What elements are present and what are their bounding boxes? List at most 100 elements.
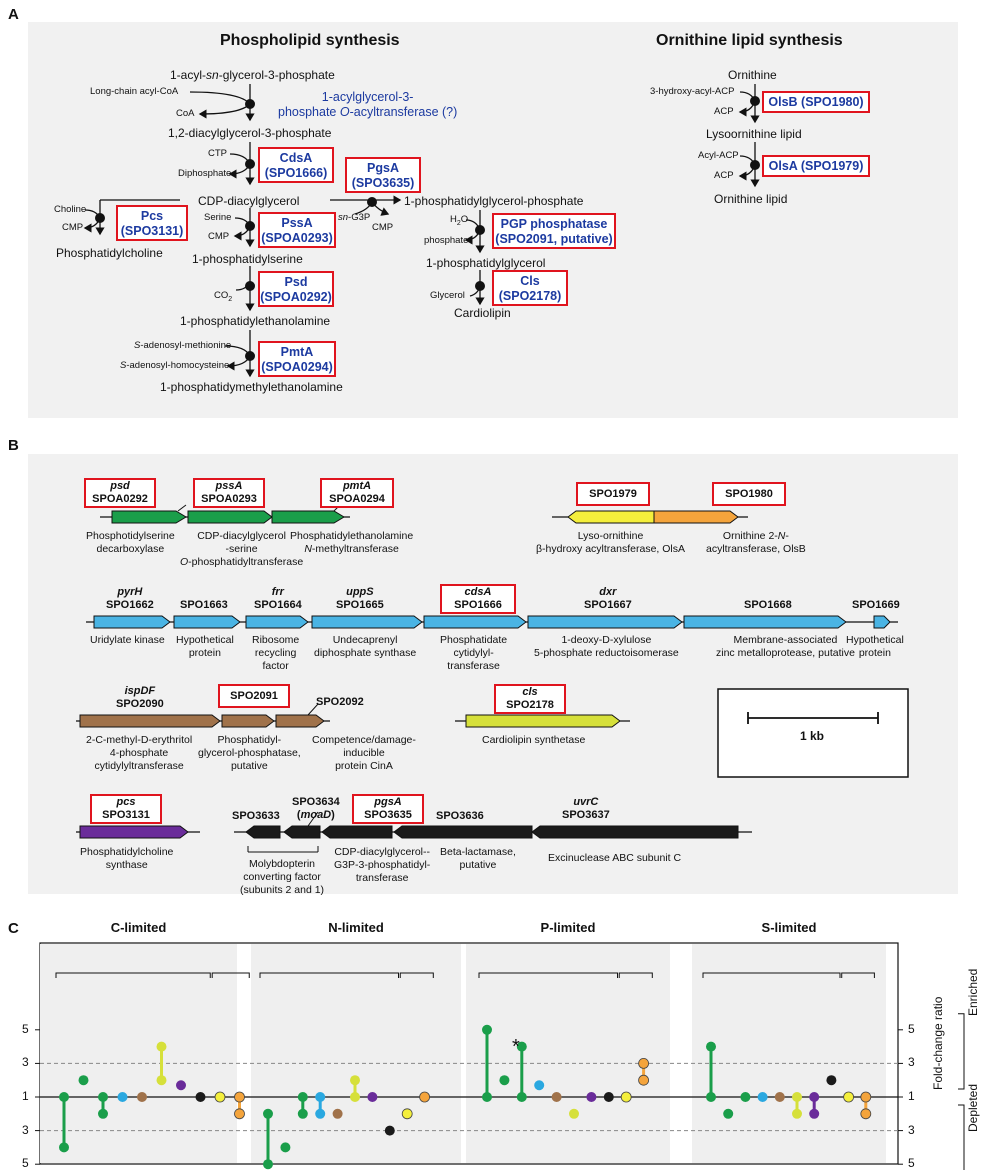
- left-tick-label-up-1: 3: [22, 1055, 29, 1070]
- plsc-enzyme-label: 1-acylglycerol-3- phosphate O-acyltransf…: [278, 90, 458, 119]
- point-2-pmtA-1: [516, 1041, 527, 1052]
- point-2-pssA-0: [499, 1075, 510, 1086]
- significance-asterisk: *: [512, 1036, 520, 1058]
- point-2-psd-0: [482, 1092, 492, 1102]
- point-0-cls-1: [156, 1041, 167, 1052]
- acp-label-2: ACP: [714, 170, 734, 181]
- point-2-SPO1980-0: [638, 1074, 649, 1086]
- point-0-psd-1: [59, 1142, 69, 1153]
- uvrc-description: Excinuclease ABC subunit C: [548, 852, 682, 864]
- point-2-cdsA-0: [534, 1080, 545, 1091]
- hydroxy-acyl-acp-label: 3-hydroxy-acyl-ACP: [650, 86, 735, 97]
- condition-background-2: [466, 944, 670, 1163]
- phosphatidylglycerol-label: 1-phosphatidylglycerol: [426, 256, 546, 270]
- cardiolipin-label: Cardiolipin: [454, 306, 511, 320]
- upps-gene-arrow: [311, 615, 423, 629]
- point-3-pcs-1: [809, 1108, 820, 1119]
- olsb-enzyme-box: OlsB (SPO1980): [762, 91, 870, 113]
- spo1979-gene-box: SPO1979: [576, 482, 650, 506]
- phospholipid-bracket-1: [259, 972, 399, 978]
- choline-label: Choline: [54, 204, 87, 215]
- point-2-cls-0: [569, 1108, 579, 1119]
- psd-gene-arrow: [111, 510, 187, 524]
- phosphatidylcholine-label: Phosphatidylcholine: [56, 246, 163, 260]
- spo2091-gene-arrow: [221, 714, 275, 728]
- ornithine-bracket-3: [841, 972, 875, 978]
- point-1-SPO1980-0: [419, 1091, 431, 1103]
- point-1-cls-1: [350, 1092, 360, 1102]
- pgp-phosphatase-enzyme-box: PGP phosphatase(SPO2091, putative): [492, 213, 616, 249]
- spo1669-gene-arrow: [873, 615, 891, 629]
- right-tick-label-up-2: 1: [908, 1089, 915, 1103]
- co2-label: CO2: [214, 290, 233, 303]
- ornithine-lipid-synthesis-title: Ornithine lipid synthesis: [656, 32, 843, 49]
- point-1-pgsA-0: [384, 1125, 395, 1136]
- pssa-gene-arrow: [187, 510, 273, 524]
- pcs-enzyme-box: Pcs(SPO3131): [116, 205, 188, 241]
- condition-header-0: C-limited: [110, 920, 167, 935]
- serine-label: Serine: [204, 212, 232, 223]
- condition-header-1: N-limited: [328, 920, 384, 935]
- spo3635-gene-arrow: [321, 825, 393, 839]
- point-1-cls-0: [350, 1075, 360, 1086]
- point-1-SPO2091-0: [332, 1108, 343, 1119]
- spo1668-gene-label: SPO1668: [744, 599, 792, 611]
- dxr-gene-arrow: [527, 615, 683, 629]
- depleted-bracket: [958, 1104, 965, 1170]
- enriched-bracket: [958, 1013, 965, 1090]
- acyl-coa-label: Long-chain acyl-CoA: [90, 86, 179, 97]
- point-3-psd-1: [706, 1041, 716, 1052]
- pcs-gene-arrow: [79, 825, 189, 839]
- acyl-acp-label: Acyl-ACP: [698, 150, 739, 161]
- spo2091-description: Phosphatidyl-glycerol-phosphatase,putati…: [198, 734, 301, 772]
- spo3634-gene-arrow: [283, 825, 321, 839]
- point-1-psd-1: [263, 1159, 273, 1170]
- spo3636-description: Beta-lactamase,putative: [440, 846, 516, 871]
- sn-g3p-label: sn-G3P: [338, 212, 371, 223]
- point-3-cdsA-0: [757, 1092, 768, 1102]
- panel-b-background: [28, 454, 958, 894]
- spo1668-gene-arrow: [683, 615, 847, 629]
- psd-enzyme-box: Psd(SPOA0292): [258, 271, 334, 307]
- cmp-label-2: CMP: [208, 231, 230, 242]
- condition-header-2: P-limited: [540, 920, 596, 935]
- ornithine-label: Ornithine: [728, 68, 777, 82]
- ctp-label: CTP: [208, 148, 227, 159]
- olsb-description: Ornithine 2-N-acyltransferase, OlsB: [706, 530, 806, 555]
- point-3-psd-0: [706, 1092, 716, 1102]
- pmta-enzyme-box: PmtA(SPOA0294): [258, 341, 336, 377]
- phosphate-label: phosphate: [424, 235, 469, 246]
- phosphatidylmethylethanolamine-label: 1-phosphatidymethylethanolamine: [160, 380, 343, 394]
- point-1-pcs-0: [367, 1092, 378, 1102]
- condition-background-0: [40, 944, 237, 1163]
- point-2-pmtA-0: [516, 1092, 527, 1102]
- pgsa-enzyme-box: PgsA(SPO3635): [345, 157, 421, 193]
- spo3633-gene-arrow: [245, 825, 281, 839]
- diphosphate-label: Diphosphate: [178, 168, 232, 179]
- cdp-diacylglycerol-label: CDP-diacylglycerol: [198, 194, 300, 208]
- cdsa-enzyme-box: CdsA(SPO1666): [258, 147, 334, 183]
- point-3-cls-1: [792, 1108, 802, 1119]
- point-2-SPO1979-0: [620, 1091, 632, 1103]
- point-3-SPO1980-0: [860, 1091, 872, 1103]
- scale-bar-label: 1 kb: [800, 729, 825, 743]
- sah-label: S-adenosyl-homocysteine: [120, 360, 230, 371]
- point-1-pmtA-1: [297, 1108, 308, 1119]
- point-3-SPO2091-0: [774, 1092, 785, 1102]
- phosphatidylethanolamine-label: 1-phosphatidylethanolamine: [180, 314, 331, 328]
- point-3-SPO1980-1: [860, 1108, 872, 1120]
- pyrh-gene-arrow: [93, 615, 171, 629]
- spo2092-gene-arrow: [275, 714, 325, 728]
- point-2-SPO2091-0: [551, 1092, 562, 1102]
